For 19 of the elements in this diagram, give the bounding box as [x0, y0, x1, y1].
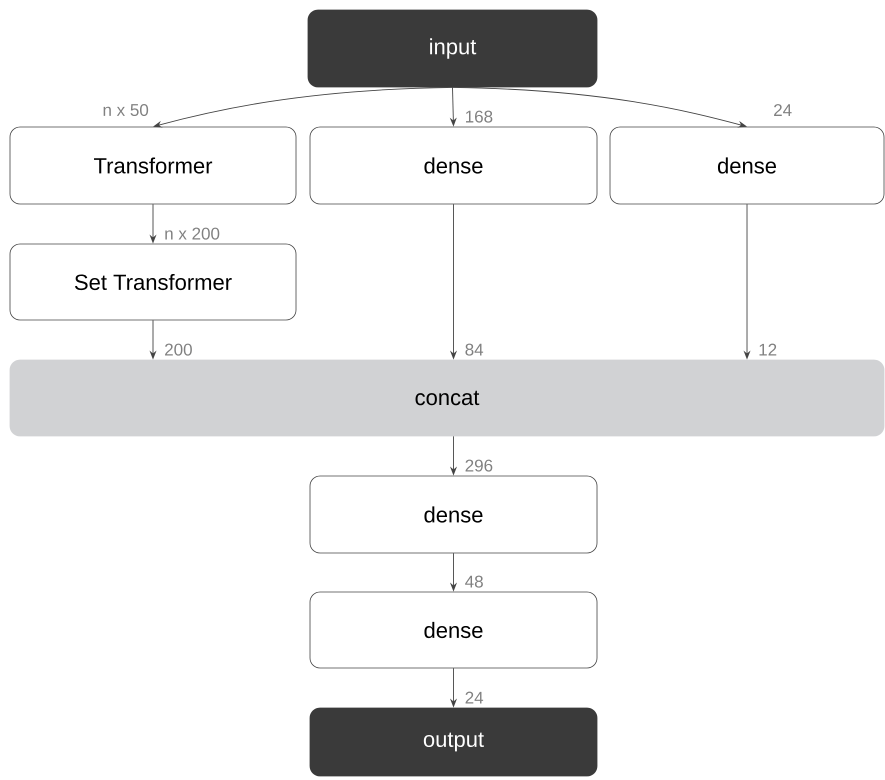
- layer-box: dense: [310, 126, 598, 204]
- edge-label: 48: [464, 574, 485, 589]
- layer-box: Set Transformer: [10, 244, 296, 320]
- layer-box: Transformer: [10, 126, 296, 204]
- edge-label: 24: [772, 103, 794, 117]
- edge-label: n x 200: [163, 226, 221, 241]
- edge-label: 24: [464, 690, 485, 705]
- io-box: output: [310, 708, 598, 776]
- edge-label: 84: [464, 342, 485, 357]
- io-box: input: [308, 10, 598, 88]
- layer-box: dense: [610, 126, 884, 204]
- edge-label: 12: [757, 342, 778, 357]
- edge-label: n x 50: [102, 102, 150, 118]
- layer-box: dense: [310, 592, 598, 668]
- concat-band: concat: [10, 360, 884, 436]
- edge-label: 168: [464, 110, 494, 124]
- edge-label: 296: [464, 458, 494, 473]
- edge-label: 200: [163, 342, 194, 357]
- layer-box: dense: [310, 476, 598, 554]
